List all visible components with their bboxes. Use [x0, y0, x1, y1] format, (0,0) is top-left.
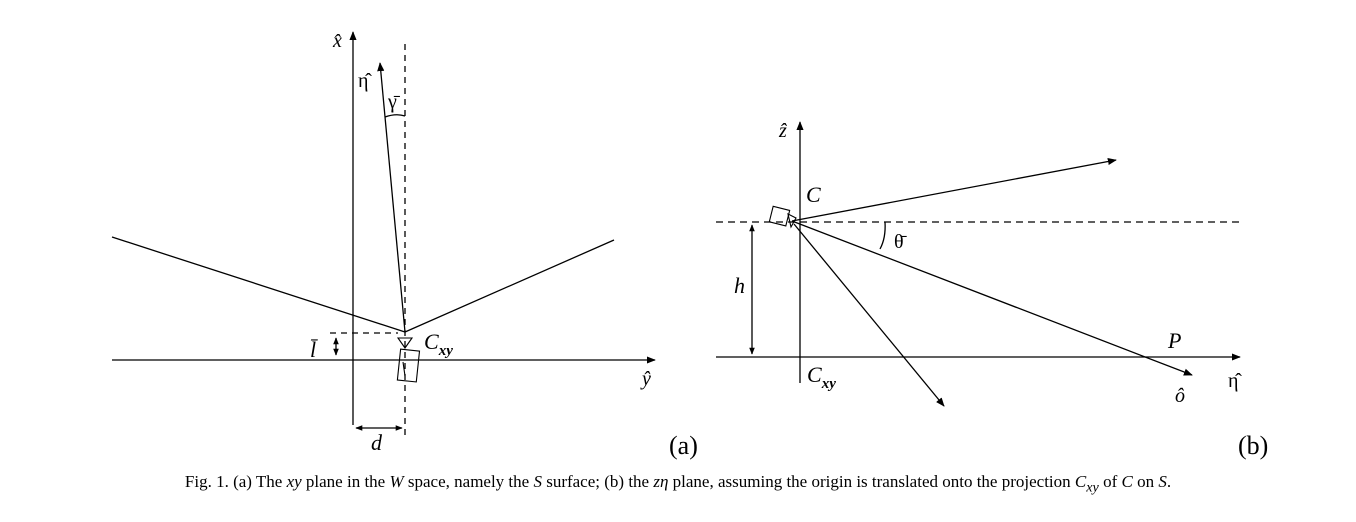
ray-to-p — [791, 220, 1193, 376]
axis-o-label: ô — [1175, 385, 1185, 407]
axis-z-label: ẑ — [778, 120, 787, 142]
camera-icon-b — [768, 205, 797, 229]
theta-angle-label: θ̄ — [894, 231, 908, 253]
fov-left-ray — [111, 236, 406, 333]
camera-c-label: C — [806, 182, 821, 207]
axis-eta-b-label: η̂ — [1228, 370, 1242, 392]
camera-icon — [396, 337, 421, 383]
offset-l-label: l̄ — [310, 337, 319, 362]
gamma-angle-label: γ̄ — [387, 91, 401, 113]
axis-eta — [377, 62, 406, 333]
axis-y-label: ŷ — [640, 368, 651, 390]
figure-caption: Fig. 1. (a) The xy plane in the W space,… — [184, 472, 1172, 496]
axis-eta-label: η̂ — [358, 70, 372, 92]
ray-lower — [793, 223, 945, 407]
ray-upper — [791, 157, 1117, 222]
axis-x-label: x̂ — [332, 30, 342, 52]
point-p-label: P — [1167, 328, 1181, 353]
origin-cxy-label: Cxy — [807, 362, 836, 392]
panel-a — [111, 31, 656, 440]
fov-right-ray — [404, 239, 615, 333]
distance-d-label: d — [371, 430, 383, 455]
gamma-angle-arc — [384, 114, 406, 118]
theta-angle-arc — [879, 221, 886, 250]
panel-b-label: (b) — [1238, 431, 1268, 460]
height-h-label: h — [734, 273, 745, 298]
panel-b — [716, 121, 1243, 407]
camera-label-a: Cxy — [424, 329, 453, 359]
panel-a-label: (a) — [669, 431, 698, 460]
